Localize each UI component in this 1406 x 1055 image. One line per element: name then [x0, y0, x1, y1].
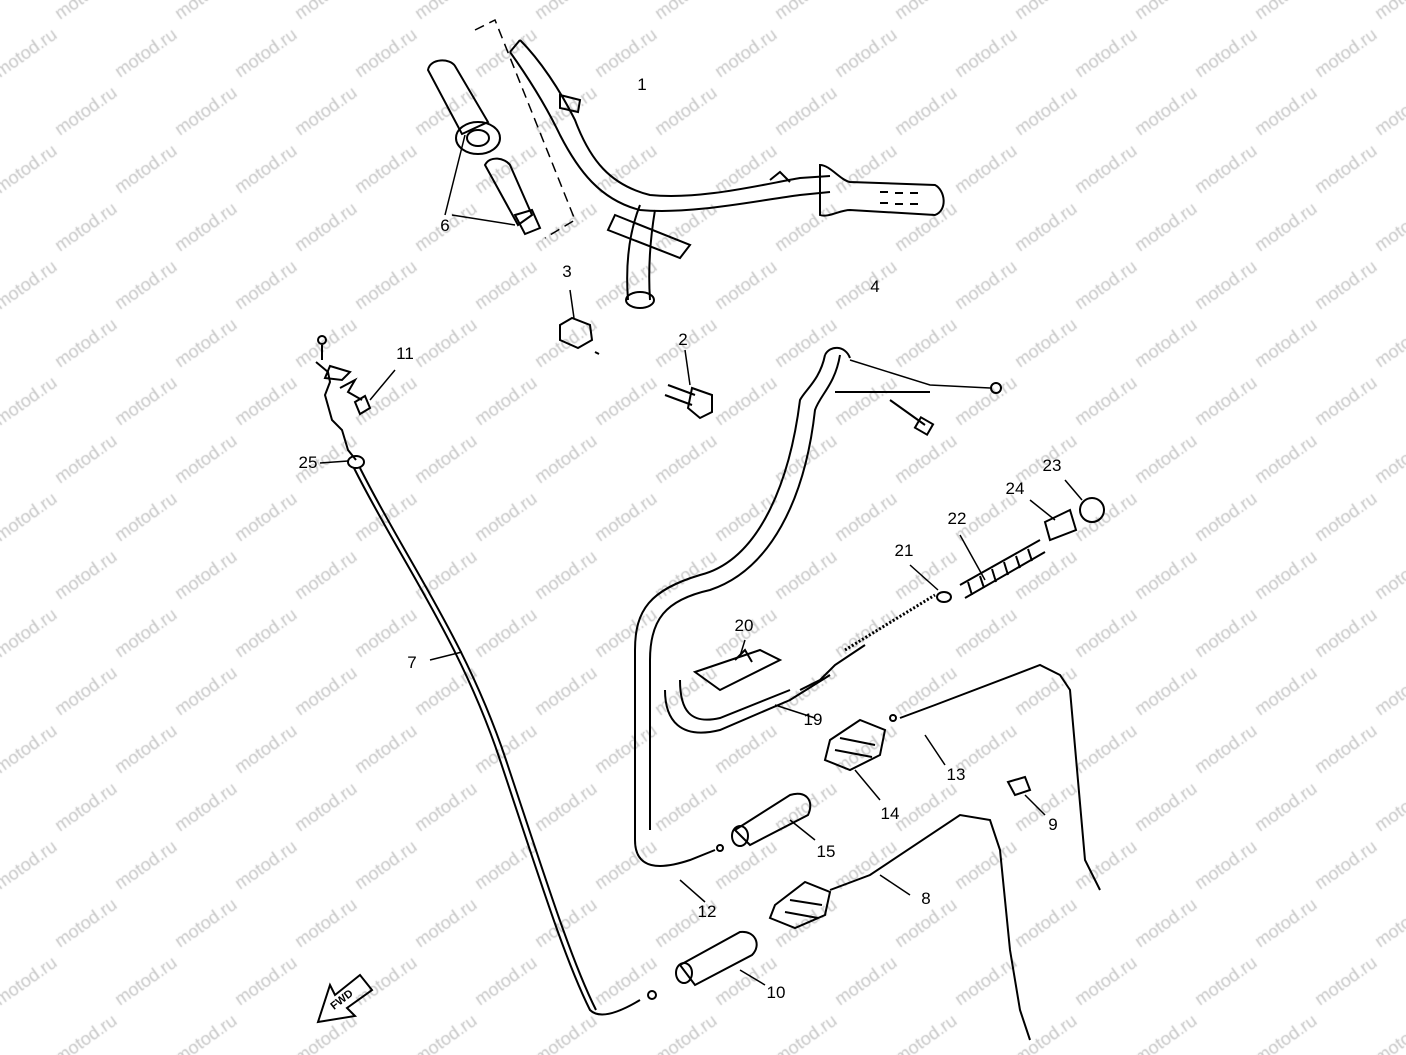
fwd-arrow-icon [316, 973, 374, 1024]
cable-13 [889, 663, 1101, 891]
callout-13: 13 [946, 765, 966, 784]
callout-24: 24 [1005, 479, 1025, 498]
callout-11: 11 [396, 344, 414, 363]
callout-6: 6 [440, 216, 450, 235]
callout-9: 9 [1048, 815, 1058, 834]
callout-8: 8 [921, 889, 931, 908]
cable-8 [768, 813, 1031, 1041]
cable-guide [692, 639, 783, 692]
nut [559, 289, 600, 355]
throttle-tube-15 [731, 792, 816, 847]
callout-7: 7 [407, 653, 417, 672]
callout-15: 15 [816, 842, 836, 861]
callout-2: 2 [678, 330, 688, 349]
right-grip [819, 163, 945, 217]
callout-23: 23 [1042, 456, 1062, 475]
callout-25: 25 [298, 453, 318, 472]
clip-9 [1006, 775, 1046, 816]
callout-19: 19 [803, 710, 823, 729]
throttle-tube-10 [675, 930, 766, 987]
handlebar [509, 39, 831, 309]
bolt [664, 349, 713, 420]
throttle-cable [319, 455, 657, 1016]
adjuster-parts [909, 479, 1105, 603]
cable-holder-14 [823, 718, 887, 801]
callout-21: 21 [894, 541, 914, 560]
callout-12: 12 [697, 902, 717, 921]
callout-1: 1 [637, 75, 647, 94]
brake-cable [664, 593, 936, 734]
callout-4: 4 [870, 277, 880, 296]
choke-cable [634, 346, 1002, 903]
callout-3: 3 [562, 262, 572, 281]
callout-10: 10 [766, 983, 786, 1002]
left-grips [426, 18, 576, 239]
callout-14: 14 [880, 804, 900, 823]
callout-20: 20 [734, 616, 754, 635]
cable-clamp-screw [315, 335, 396, 461]
callout-22: 22 [947, 509, 967, 528]
